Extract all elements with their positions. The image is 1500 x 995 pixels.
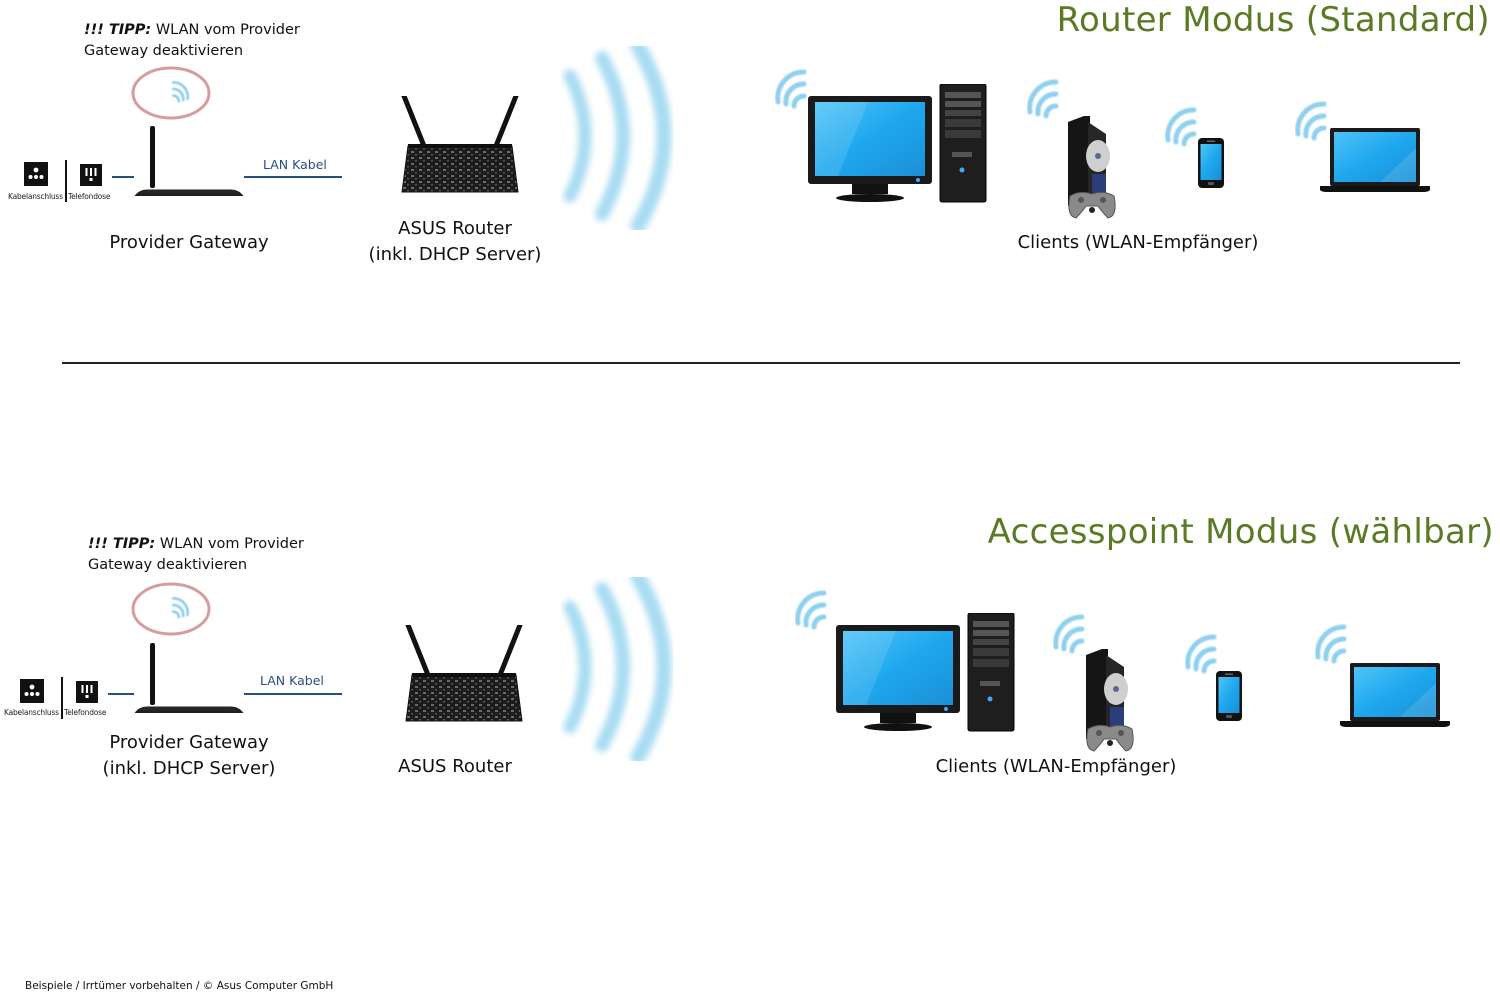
wifi-signal-icon: [1304, 619, 1352, 667]
router-wifi-signal-icon: [560, 577, 680, 761]
section-divider: [62, 362, 1460, 364]
wall-cable-line: [108, 693, 134, 695]
cable-socket-icon: [20, 679, 44, 703]
router-label: ASUS Router (inkl. DHCP Server): [368, 218, 542, 265]
phone-socket-icon: [76, 681, 98, 703]
smartphone-icon: [1216, 671, 1242, 721]
asus-router-icon: [398, 625, 532, 725]
smartphone-icon: [1198, 138, 1224, 188]
wifi-signal-icon: [784, 585, 832, 633]
gateway-label: Provider Gateway: [109, 232, 269, 253]
wifi-signal-icon: [764, 64, 812, 112]
router-label: ASUS Router: [398, 756, 512, 777]
lan-cable-label: LAN Kabel: [260, 673, 324, 688]
tip-prefix: !!! TIPP:: [88, 536, 156, 552]
mode-title: Accesspoint Modus (wählbar): [987, 512, 1494, 552]
accesspoint-mode-section: Accesspoint Modus (wählbar) !!! TIPP: WL…: [0, 505, 1500, 805]
wifi-signal-icon: [1174, 629, 1222, 677]
clients-label: Clients (WLAN-Empfänger): [1017, 232, 1259, 253]
copyright-footer: Beispiele / Irrtümer vorbehalten / © Asu…: [25, 980, 334, 992]
tip-note: !!! TIPP: WLAN vom Provider Gateway deak…: [84, 22, 300, 59]
lan-cable-line: [244, 176, 342, 178]
gateway-label: Provider Gateway (inkl. DHCP Server): [102, 732, 276, 779]
mode-title: Router Modus (Standard): [1056, 0, 1490, 40]
game-console-icon: [1085, 649, 1134, 752]
desktop-pc-icon: [808, 84, 987, 203]
lan-cable-label: LAN Kabel: [263, 157, 327, 172]
router-mode-section: Router Modus (Standard) !!! TIPP: WLAN v…: [0, 0, 1500, 300]
game-console-icon: [1067, 116, 1116, 219]
wifi-signal-icon: [1154, 102, 1202, 150]
laptop-icon: [1320, 128, 1430, 192]
provider-gateway-icon: [133, 125, 245, 196]
phone-socket-icon: [80, 164, 102, 186]
phone-socket-label: Telefondose: [68, 192, 111, 201]
cable-socket-icon: [24, 162, 48, 186]
wall-cable-line: [112, 176, 134, 178]
laptop-icon: [1340, 663, 1450, 727]
tip-note: !!! TIPP: WLAN vom Provider Gateway deak…: [88, 536, 304, 573]
socket-divider: [61, 677, 63, 719]
router-wifi-signal-icon: [560, 46, 680, 230]
provider-gateway-icon: [133, 642, 245, 713]
tip-prefix: !!! TIPP:: [84, 22, 152, 38]
wifi-signal-icon: [1016, 74, 1064, 122]
cable-socket-label: Kabelanschluss: [8, 192, 63, 201]
desktop-pc-icon: [836, 613, 1015, 732]
gateway-wifi-highlight-icon: [131, 66, 211, 120]
asus-router-icon: [394, 96, 528, 196]
cable-socket-label: Kabelanschluss: [4, 708, 59, 717]
clients-label: Clients (WLAN-Empfänger): [935, 756, 1177, 777]
gateway-wifi-highlight-icon: [131, 582, 211, 636]
lan-cable-line: [244, 693, 342, 695]
socket-divider: [65, 160, 67, 202]
phone-socket-label: Telefondose: [64, 708, 107, 717]
